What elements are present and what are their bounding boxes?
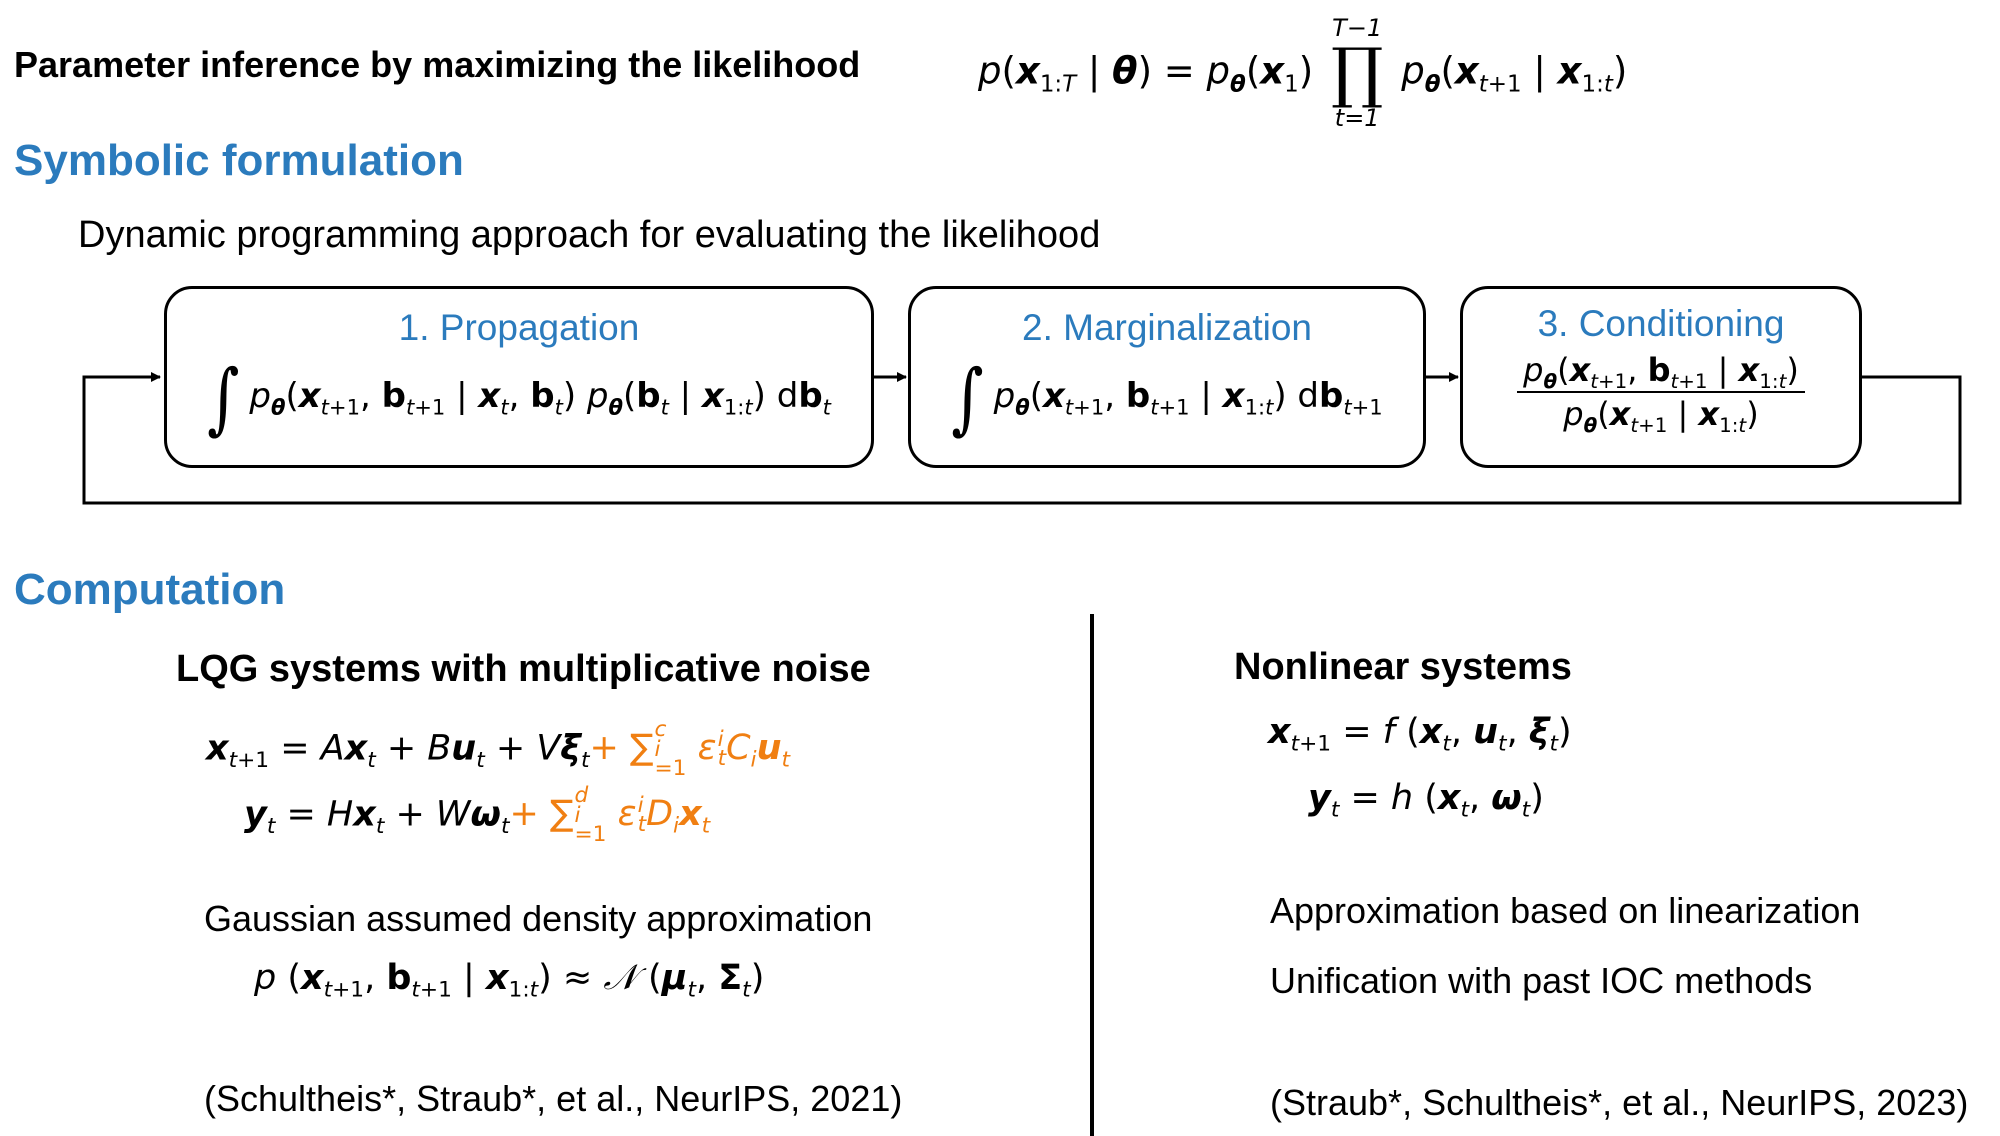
page-title: Parameter inference by maximizing the li… — [14, 44, 861, 85]
step-box-propagation: 1. Propagation ∫pθ(xt+1, bt+1 | xt, bt) … — [164, 286, 874, 468]
marginalization-formula: ∫pθ(xt+1, bt+1 | x1:t) dbt+1 — [951, 351, 1383, 444]
conditioning-formula: pθ(xt+1, bt+1 | x1:t) pθ(xt+1 | x1:t) — [1463, 351, 1859, 435]
gaussian-approx-label: Gaussian assumed density approximation — [204, 898, 873, 939]
citation-2021[interactable]: (Schultheis*, Straub*, et al., NeurIPS, … — [204, 1078, 903, 1119]
section-heading-symbolic: Symbolic formulation — [14, 136, 464, 185]
step-box-marginalization: 2. Marginalization ∫pθ(xt+1, bt+1 | x1:t… — [908, 286, 1426, 468]
citation-2023[interactable]: (Straub*, Schultheis*, et al., NeurIPS, … — [1270, 1082, 1969, 1123]
product-upper-limit: T−1 — [1332, 14, 1383, 42]
section-heading-computation: Computation — [14, 565, 286, 614]
product-lower-limit: t=1 — [1334, 104, 1380, 132]
nonlinear-observation-equation: yt = h (xt, ωt) — [1308, 778, 1544, 823]
feedback-loop-line — [82, 372, 1962, 505]
bullet-linearization: Approximation based on linearization — [1270, 890, 1861, 931]
step-label: 1. Propagation — [398, 307, 640, 348]
likelihood-formula: p(x1:T | θ) = pθ(x1) T−1 ∏ t=1 pθ(xt+1 |… — [978, 14, 1628, 132]
dp-subtitle: Dynamic programming approach for evaluat… — [78, 214, 1101, 256]
nonlinear-heading: Nonlinear systems — [1234, 646, 1572, 688]
bullet-ioc-unification: Unification with past IOC methods — [1270, 960, 1813, 1001]
step-label: 2. Marginalization — [1022, 307, 1312, 348]
product-operator: T−1 ∏ t=1 — [1330, 14, 1384, 132]
nonlinear-dynamics-equation: xt+1 = f (xt, ut, ξt) — [1268, 712, 1572, 757]
propagation-formula: ∫pθ(xt+1, bt+1 | xt, bt) pθ(bt | x1:t) d… — [207, 351, 831, 444]
step-label: 3. Conditioning — [1537, 303, 1785, 344]
step-box-conditioning: 3. Conditioning pθ(xt+1, bt+1 | x1:t) pθ… — [1460, 286, 1862, 468]
gaussian-approx-formula: p (xt+1, bt+1 | x1:t) ≈ 𝒩 (μt, Σt) — [254, 958, 765, 1003]
lqg-heading: LQG systems with multiplicative noise — [176, 648, 871, 690]
